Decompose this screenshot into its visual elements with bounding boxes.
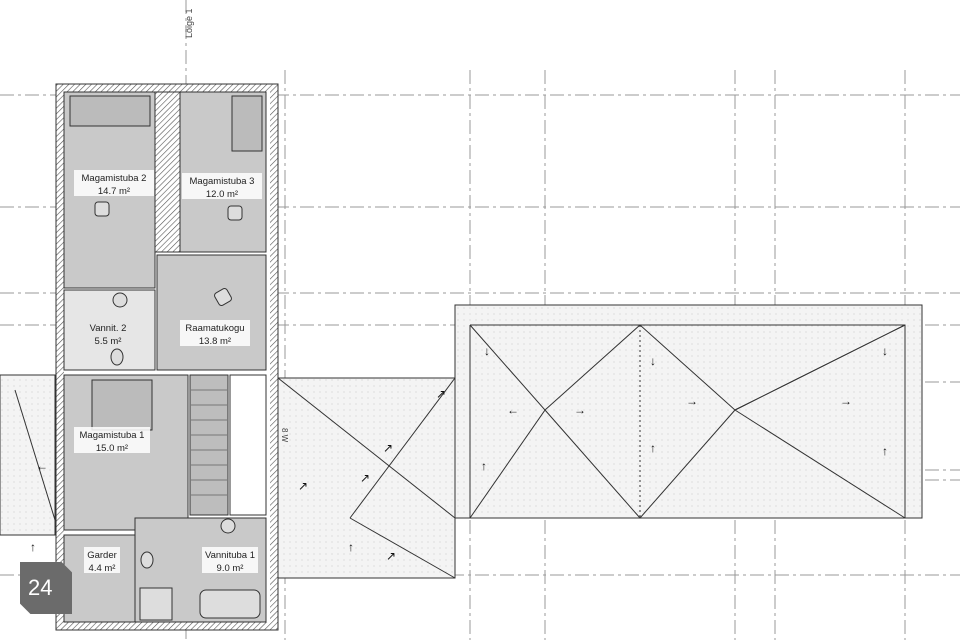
room-area: 5.5 m² — [95, 336, 122, 347]
room-labels: Magamistuba 2 14.7 m² Magamistuba 3 12.0… — [74, 170, 262, 574]
svg-text:→: → — [840, 394, 852, 408]
void — [229, 374, 267, 516]
room-area: 14.7 m² — [98, 186, 130, 197]
svg-text:↑: ↑ — [481, 459, 487, 473]
chair — [214, 288, 232, 306]
page-badge: 24 — [20, 562, 72, 614]
svg-text:→: → — [574, 403, 586, 417]
svg-text:→: → — [686, 394, 698, 408]
bed — [69, 95, 151, 127]
svg-text:←: ← — [507, 403, 519, 417]
staircase — [189, 374, 229, 516]
section-label: Lõige 1 — [184, 8, 194, 38]
svg-text:↗: ↗ — [436, 387, 446, 401]
chair — [94, 201, 110, 217]
room-name: Garder — [87, 550, 117, 561]
bed — [91, 379, 153, 431]
room-name: Magamistuba 3 — [190, 176, 255, 187]
sink — [220, 518, 236, 534]
toilet — [140, 551, 154, 569]
svg-text:↑: ↑ — [30, 540, 36, 554]
room-area: 12.0 m² — [206, 189, 238, 200]
bathtub — [199, 589, 261, 619]
wardrobe — [154, 91, 181, 253]
roof — [0, 304, 923, 579]
slope-arrows: ↓ ← → ↓ → → ↓ ↑ ↑ ↑ ↗ ↗ ↗ ↗ ← ↑ ↑ ↗ — [30, 344, 888, 563]
svg-text:↗: ↗ — [298, 479, 308, 493]
room-name: Raamatukogu — [185, 323, 244, 334]
svg-text:↑: ↑ — [882, 444, 888, 458]
room-name: Magamistuba 2 — [82, 173, 147, 184]
room-raamatukogu — [156, 254, 267, 371]
svg-text:↑: ↑ — [650, 441, 656, 455]
room-name: Vannituba 1 — [205, 550, 255, 561]
shower — [139, 587, 173, 621]
room-name: Vannit. 2 — [90, 323, 127, 334]
side-label: 8 W — [280, 428, 289, 443]
room-area: 13.8 m² — [199, 336, 231, 347]
sink — [112, 292, 128, 308]
room-area: 4.4 m² — [89, 563, 116, 574]
bed — [231, 95, 263, 152]
svg-text:←: ← — [36, 459, 48, 473]
svg-text:↗: ↗ — [383, 441, 393, 455]
svg-text:↗: ↗ — [386, 549, 396, 563]
chair — [227, 205, 243, 221]
room-name: Magamistuba 1 — [80, 430, 145, 441]
svg-text:↓: ↓ — [650, 354, 656, 368]
svg-text:↗: ↗ — [360, 471, 370, 485]
toilet — [110, 348, 124, 366]
room-area: 9.0 m² — [217, 563, 244, 574]
svg-text:↑: ↑ — [348, 540, 354, 554]
svg-text:↓: ↓ — [882, 344, 888, 358]
room-vannit-2 — [63, 289, 156, 371]
svg-text:↓: ↓ — [484, 344, 490, 358]
room-area: 15.0 m² — [96, 443, 128, 454]
